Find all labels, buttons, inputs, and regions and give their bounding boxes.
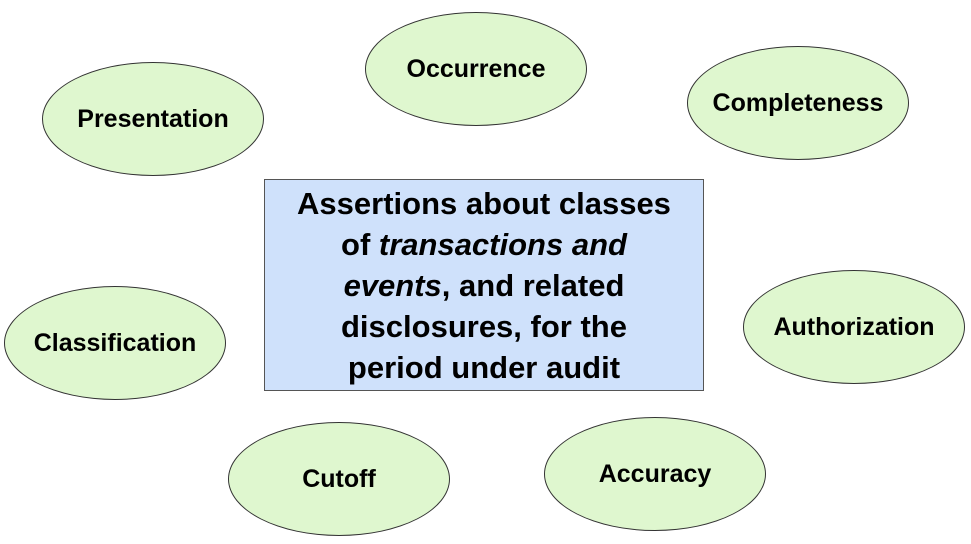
node-occurrence: Occurrence — [365, 12, 587, 126]
center-line-2-italic: transactions and — [378, 226, 627, 262]
node-presentation: Presentation — [42, 62, 264, 176]
node-presentation-label: Presentation — [77, 104, 229, 133]
node-accuracy: Accuracy — [544, 417, 766, 531]
node-classification: Classification — [4, 286, 226, 400]
node-cutoff: Cutoff — [228, 422, 450, 536]
center-line-3: events, and related — [297, 265, 671, 306]
center-line-3-post: , and related — [441, 267, 625, 303]
node-occurrence-label: Occurrence — [406, 54, 546, 83]
center-line-3-italic: events — [343, 267, 442, 303]
center-line-1: Assertions about classes — [297, 185, 671, 221]
node-completeness-label: Completeness — [712, 88, 884, 117]
center-assertion-text: Assertions about classes of transactions… — [297, 183, 671, 388]
center-assertion-box: Assertions about classes of transactions… — [264, 179, 704, 391]
center-line-2-pre: of — [341, 226, 379, 262]
node-accuracy-label: Accuracy — [598, 459, 712, 488]
node-completeness: Completeness — [687, 46, 909, 160]
node-authorization-label: Authorization — [773, 312, 935, 341]
node-classification-label: Classification — [33, 328, 197, 357]
center-line-4: disclosures, for the — [341, 308, 627, 344]
center-line-5: period under audit — [347, 349, 621, 385]
node-cutoff-label: Cutoff — [302, 464, 376, 493]
node-authorization: Authorization — [743, 270, 965, 384]
center-line-2: of transactions and — [297, 224, 671, 265]
